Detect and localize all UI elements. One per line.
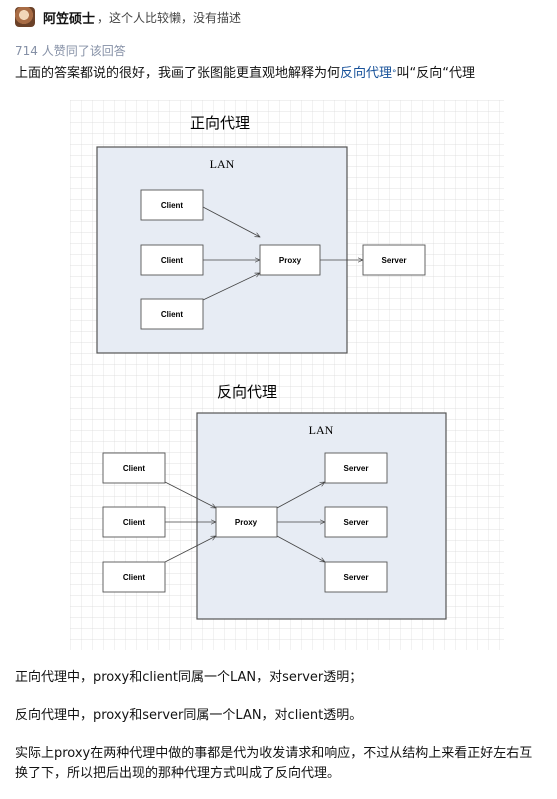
answer-intro: 上面的答案都说的很好，我画了张图能更直观地解释为何反向代理°叫“反向“代理 [15,65,475,83]
reverse-client-label-1: Client [123,464,146,473]
reverse-proxy-label: Proxy [235,518,258,527]
forward-client-box-3 [140,298,204,330]
forward-proxy-title: 正向代理 [190,115,250,132]
forward-server-box [362,244,426,276]
reverse-server-label-1: Server [344,464,369,473]
paragraph-forward: 正向代理中，proxy和client同属一个LAN，对server透明； [15,670,363,685]
link-search-icon: ° [392,69,397,79]
reverse-server-label-3: Server [344,573,369,582]
forward-client-box-1 [140,189,204,221]
paragraph-reverse: 反向代理中，proxy和server同属一个LAN，对client透明。 [15,708,363,723]
reverse-proxy-link[interactable]: 反向代理 [340,66,393,81]
forward-client-label-3: Client [161,310,184,319]
reverse-client-box-2 [102,506,166,538]
reverse-client-label-2: Client [123,518,146,527]
reverse-server-box-2 [324,506,388,538]
forward-lan-label: LAN [210,157,235,171]
intro-text-end: 叫“反向“代理 [396,66,476,81]
intro-text: 上面的答案都说的很好，我画了张图能更直观地解释为何 [15,66,341,81]
reverse-server-box-1 [324,452,388,484]
avatar[interactable] [15,7,35,27]
forward-client-label-1: Client [161,201,184,210]
reverse-client-box-1 [102,452,166,484]
reverse-client-label-3: Client [123,573,146,582]
forward-proxy-box [259,244,321,276]
forward-proxy-label: Proxy [279,256,302,265]
proxy-diagram: 正向代理 LAN Client Client Client Proxy Serv… [70,100,504,650]
vote-count: 714 人赞同了该回答 [15,44,126,58]
reverse-lan-label: LAN [309,423,334,437]
reverse-server-label-2: Server [344,518,369,527]
reverse-proxy-box [215,506,278,538]
author-row: 阿笠硕士 ，这个人比较懒，没有描述 [15,6,241,28]
reverse-proxy-title: 反向代理 [217,384,277,401]
forward-client-label-2: Client [161,256,184,265]
forward-client-box-2 [140,244,204,276]
reverse-server-box-3 [324,561,388,593]
author-name[interactable]: 阿笠硕士 [43,11,96,27]
forward-server-label: Server [382,256,407,265]
author-bio: ，这个人比较懒，没有描述 [97,10,242,25]
paragraph-summary: 实际上proxy在两种代理中做的事都是代为收发请求和响应，不过从结构上来看正好左… [15,746,533,781]
reverse-client-box-3 [102,561,166,593]
